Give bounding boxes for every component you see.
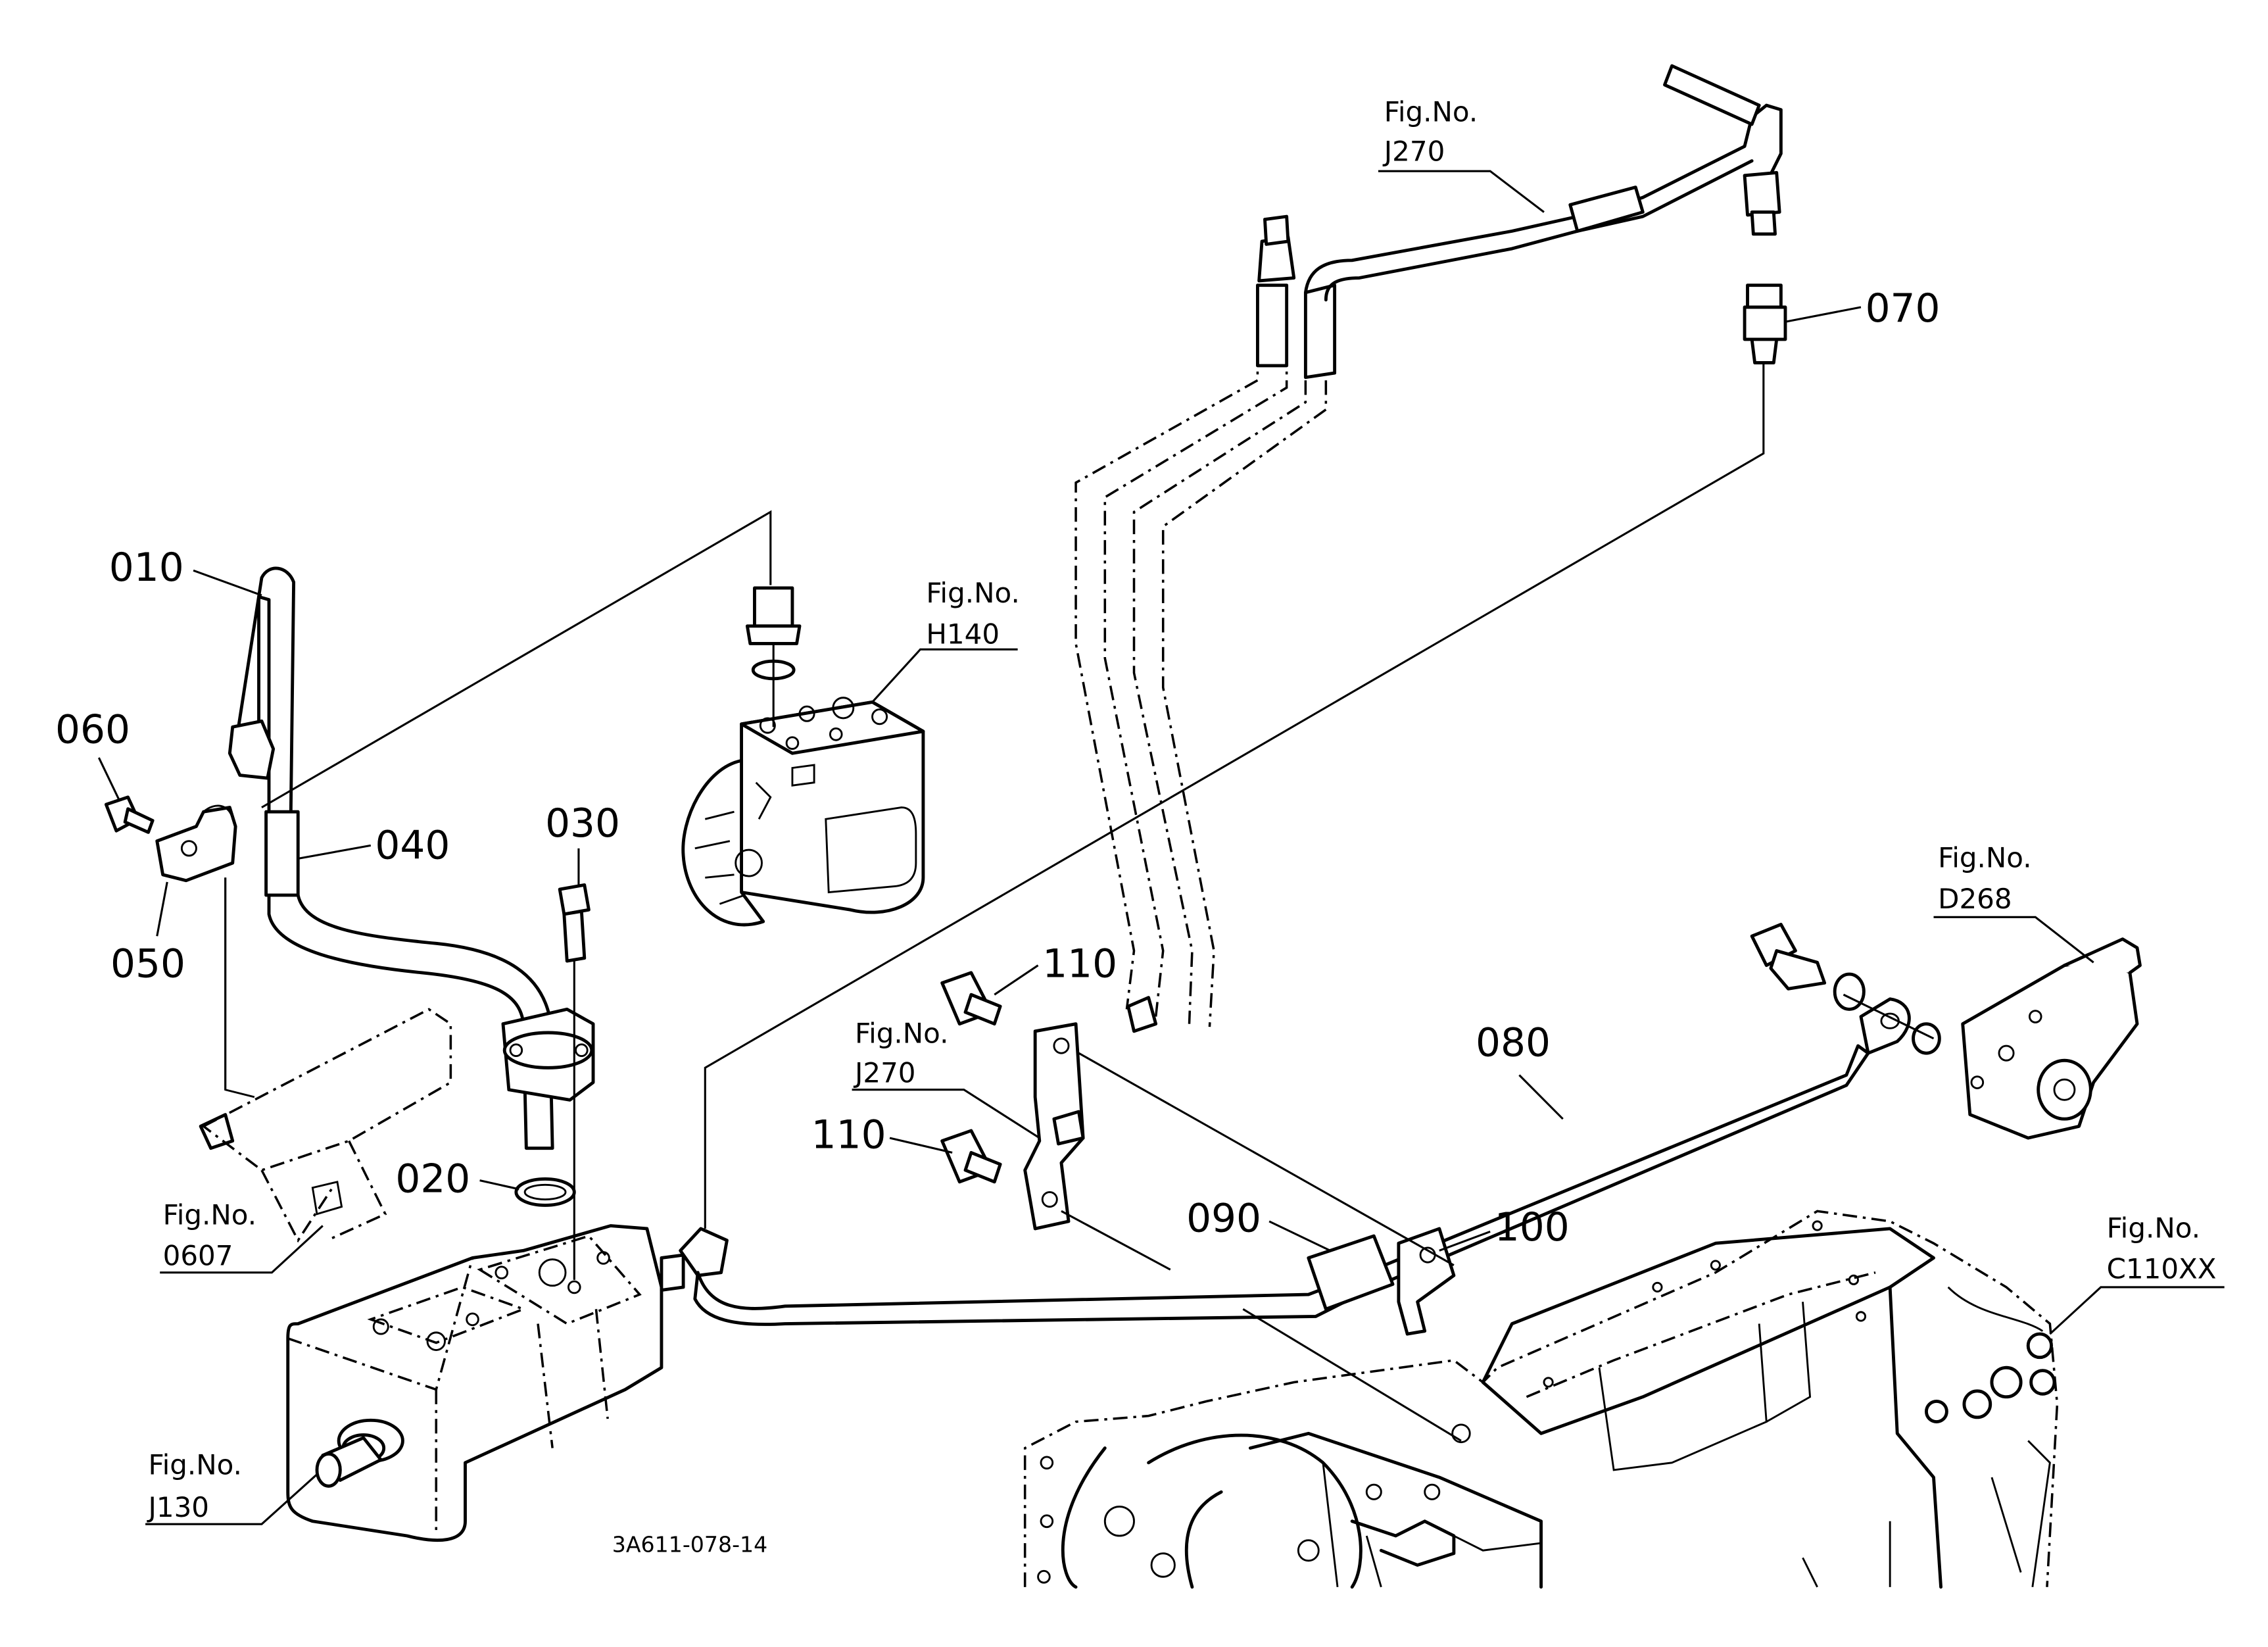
fig-ref-j270-top: Fig.No. J270 <box>1378 95 1545 213</box>
pipe-010 <box>228 566 554 1150</box>
part-label-060: 060 <box>55 707 130 753</box>
svg-text:J270: J270 <box>853 1056 916 1089</box>
svg-text:Fig.No.: Fig.No. <box>2107 1212 2200 1244</box>
figure-refs: Fig.No. J270 Fig.No. H140 Fig.No. J270 F… <box>145 95 2225 1525</box>
part-label-080: 080 <box>1476 1020 1551 1066</box>
o-ring-020 <box>514 1177 576 1207</box>
svg-text:C110XX: C110XX <box>2107 1252 2217 1285</box>
flange-block <box>501 1007 595 1102</box>
adaptor-110-upper <box>940 971 1002 1026</box>
svg-text:Fig.No.: Fig.No. <box>149 1448 242 1481</box>
adaptor-070 <box>1743 283 1787 364</box>
fig-ref-j130: Fig.No. J130 <box>145 1448 318 1525</box>
assembly-lines <box>224 362 1935 1442</box>
svg-text:Fig.No.: Fig.No. <box>1938 842 2031 874</box>
fig-ref-h140: Fig.No. H140 <box>871 577 1020 703</box>
bracket-j270 <box>1023 1022 1085 1231</box>
steering-unit <box>681 697 925 927</box>
fig-ref-0607: Fig.No. 0607 <box>160 1198 324 1274</box>
part-label-030: 030 <box>545 800 620 847</box>
part-label-010: 010 <box>109 545 184 591</box>
bolt-060 <box>104 795 155 834</box>
fig-ref-j270-mid: Fig.No. J270 <box>852 1017 1040 1139</box>
fig-ref-c110xx: Fig.No. C110XX <box>2049 1212 2225 1335</box>
svg-text:Fig.No.: Fig.No. <box>1384 95 1478 128</box>
part-labels: 010 060 040 050 030 020 070 080 090 100 … <box>55 285 1941 1252</box>
part-label-050: 050 <box>110 941 185 987</box>
bolt-030 <box>558 883 591 1280</box>
svg-text:Fig.No.: Fig.No. <box>163 1198 256 1231</box>
svg-text:0607: 0607 <box>163 1239 233 1271</box>
svg-text:H140: H140 <box>926 618 1000 650</box>
pipe-080 <box>679 997 1911 1326</box>
clamp-050 <box>155 804 237 883</box>
adaptor-110-lower <box>940 1129 1002 1184</box>
svg-text:J130: J130 <box>147 1491 210 1523</box>
svg-text:D268: D268 <box>1938 883 2012 915</box>
part-label-100: 100 <box>1495 1204 1570 1250</box>
clamp-100 <box>1397 1227 1456 1336</box>
drawing-code: 3A611-078-14 <box>612 1531 767 1557</box>
part-label-020: 020 <box>395 1156 470 1202</box>
part-label-040: 040 <box>375 822 450 868</box>
part-label-110-lower: 110 <box>811 1112 886 1158</box>
svg-text:J270: J270 <box>1382 135 1445 168</box>
part-label-070: 070 <box>1866 285 1941 332</box>
part-label-090: 090 <box>1186 1195 1261 1241</box>
banjo-fittings <box>1750 922 1941 1055</box>
hydraulic-pump <box>286 1224 685 1542</box>
component-d268 <box>1961 937 2142 1140</box>
fig-ref-d268: Fig.No. D268 <box>1933 842 2094 964</box>
upper-pipes-j270 <box>1074 64 1783 1033</box>
part-label-110-upper: 110 <box>1042 941 1117 987</box>
svg-text:Fig.No.: Fig.No. <box>926 577 1019 609</box>
svg-text:Fig.No.: Fig.No. <box>855 1017 948 1049</box>
transmission-case <box>1023 1210 2059 1589</box>
steering-fitting <box>745 586 802 727</box>
